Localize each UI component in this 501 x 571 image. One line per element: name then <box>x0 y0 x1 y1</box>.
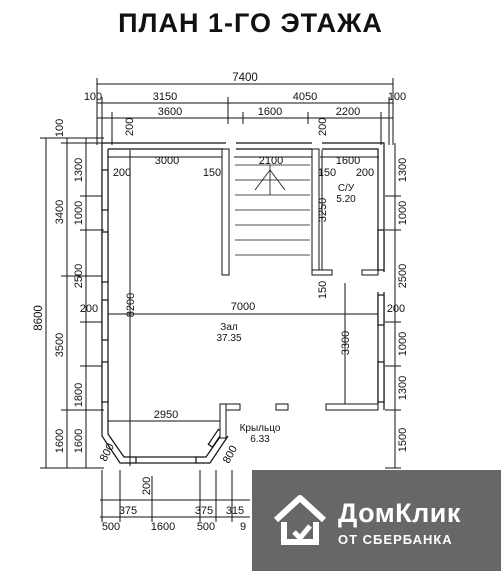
dim-total-top: 7400 <box>232 72 258 84</box>
door-bath <box>361 269 379 276</box>
dim-left-1000: 1000 <box>73 201 85 225</box>
watermark-subtitle: ОТ СБЕРБАНКА <box>338 532 453 547</box>
dim-bottom-375-right: 375 <box>195 505 213 517</box>
dim-left-1800: 1800 <box>73 383 85 407</box>
dim-3000: 3000 <box>155 155 179 167</box>
porch-wall-v <box>219 403 227 439</box>
dim-bottom-315: 315 <box>226 505 244 517</box>
watermark-brand: ДомКлик <box>338 498 461 528</box>
dim-top-wall-right: 200 <box>317 118 329 136</box>
dim-bottom-500-right: 500 <box>197 521 215 533</box>
window-left-2 <box>101 231 109 283</box>
window-left-3 <box>101 299 109 341</box>
dim-top-100-right: 100 <box>388 91 406 103</box>
dim-top-2200: 2200 <box>336 106 360 118</box>
dim-right-wall: 200 <box>387 303 405 315</box>
dim-top-100-left: 100 <box>84 91 102 103</box>
dim-bottom-375-left: 375 <box>119 505 137 517</box>
dim-top-4050: 4050 <box>293 91 317 103</box>
dim-right-1000-top: 1000 <box>397 201 409 225</box>
room-porch-name: Крыльцо <box>240 423 281 434</box>
dim-200-bottom: 200 <box>141 477 153 495</box>
dim-total-left: 8600 <box>33 305 45 331</box>
dim-8200: 8200 <box>125 293 137 317</box>
dim-left-100: 100 <box>54 119 66 137</box>
bath-wall-bottom <box>311 269 333 276</box>
dim-left-3500: 3500 <box>54 333 66 357</box>
dim-left-1600: 1600 <box>54 429 66 453</box>
dim-3250: 3250 <box>317 198 329 222</box>
porch-door-right <box>275 403 289 411</box>
dim-bottom-partial: 9 <box>240 521 246 533</box>
outer-wall <box>101 142 385 464</box>
window-left-4 <box>101 361 109 403</box>
porch-wall-right <box>325 403 379 411</box>
dim-bottom-500-left: 500 <box>102 521 120 533</box>
room-bath-area: 5.20 <box>336 194 356 205</box>
dim-left-1300: 1300 <box>73 158 85 182</box>
staircase <box>235 164 310 256</box>
dim-200-bath-right: 200 <box>356 167 374 179</box>
room-hall-area: 37.35 <box>216 333 241 344</box>
window-bottom <box>135 456 197 464</box>
dim-right-1300-bottom: 1300 <box>397 376 409 400</box>
window-left-1 <box>101 169 109 211</box>
dim-top-1600: 1600 <box>258 106 282 118</box>
dim-top-3150: 3150 <box>153 91 177 103</box>
dim-800-right: 800 <box>221 444 240 466</box>
dim-left-2500: 2500 <box>73 264 85 288</box>
window-right-1 <box>377 229 385 271</box>
room-hall-name: Зал <box>220 322 238 333</box>
dim-2100: 2100 <box>259 155 283 167</box>
dim-1600-bath: 1600 <box>336 155 360 167</box>
dim-top-wall-left: 200 <box>124 118 136 136</box>
dim-200-left-inner: 200 <box>113 167 131 179</box>
dim-left-wall: 200 <box>80 303 98 315</box>
dim-150-bath-left: 150 <box>318 167 336 179</box>
plan-title: ПЛАН 1-ГО ЭТАЖА <box>118 8 383 38</box>
dim-150-stair: 150 <box>203 167 221 179</box>
room-bath-name: С/У <box>338 183 355 194</box>
house-logo-icon <box>273 495 327 545</box>
window-right-3 <box>377 361 385 403</box>
dim-top-3600: 3600 <box>158 106 182 118</box>
dim-2950: 2950 <box>154 409 178 421</box>
dim-7000: 7000 <box>231 301 255 313</box>
dim-3300: 3300 <box>340 331 352 355</box>
dim-left-1600-inner: 1600 <box>73 429 85 453</box>
dim-right-1300-top: 1300 <box>397 158 409 182</box>
stair-wall-left <box>221 148 230 276</box>
dim-right-1500: 1500 <box>397 428 409 452</box>
dim-800-left: 800 <box>98 442 117 464</box>
window-right-2 <box>377 294 385 326</box>
dim-150-lower: 150 <box>317 281 329 299</box>
dim-right-1000-bottom: 1000 <box>397 332 409 356</box>
watermark: ДомКлик ОТ СБЕРБАНКА <box>252 470 501 571</box>
dim-right-2500: 2500 <box>397 264 409 288</box>
dim-bottom-1600: 1600 <box>151 521 175 533</box>
dim-left-3400: 3400 <box>54 200 66 224</box>
room-porch-area: 6.33 <box>250 434 270 445</box>
